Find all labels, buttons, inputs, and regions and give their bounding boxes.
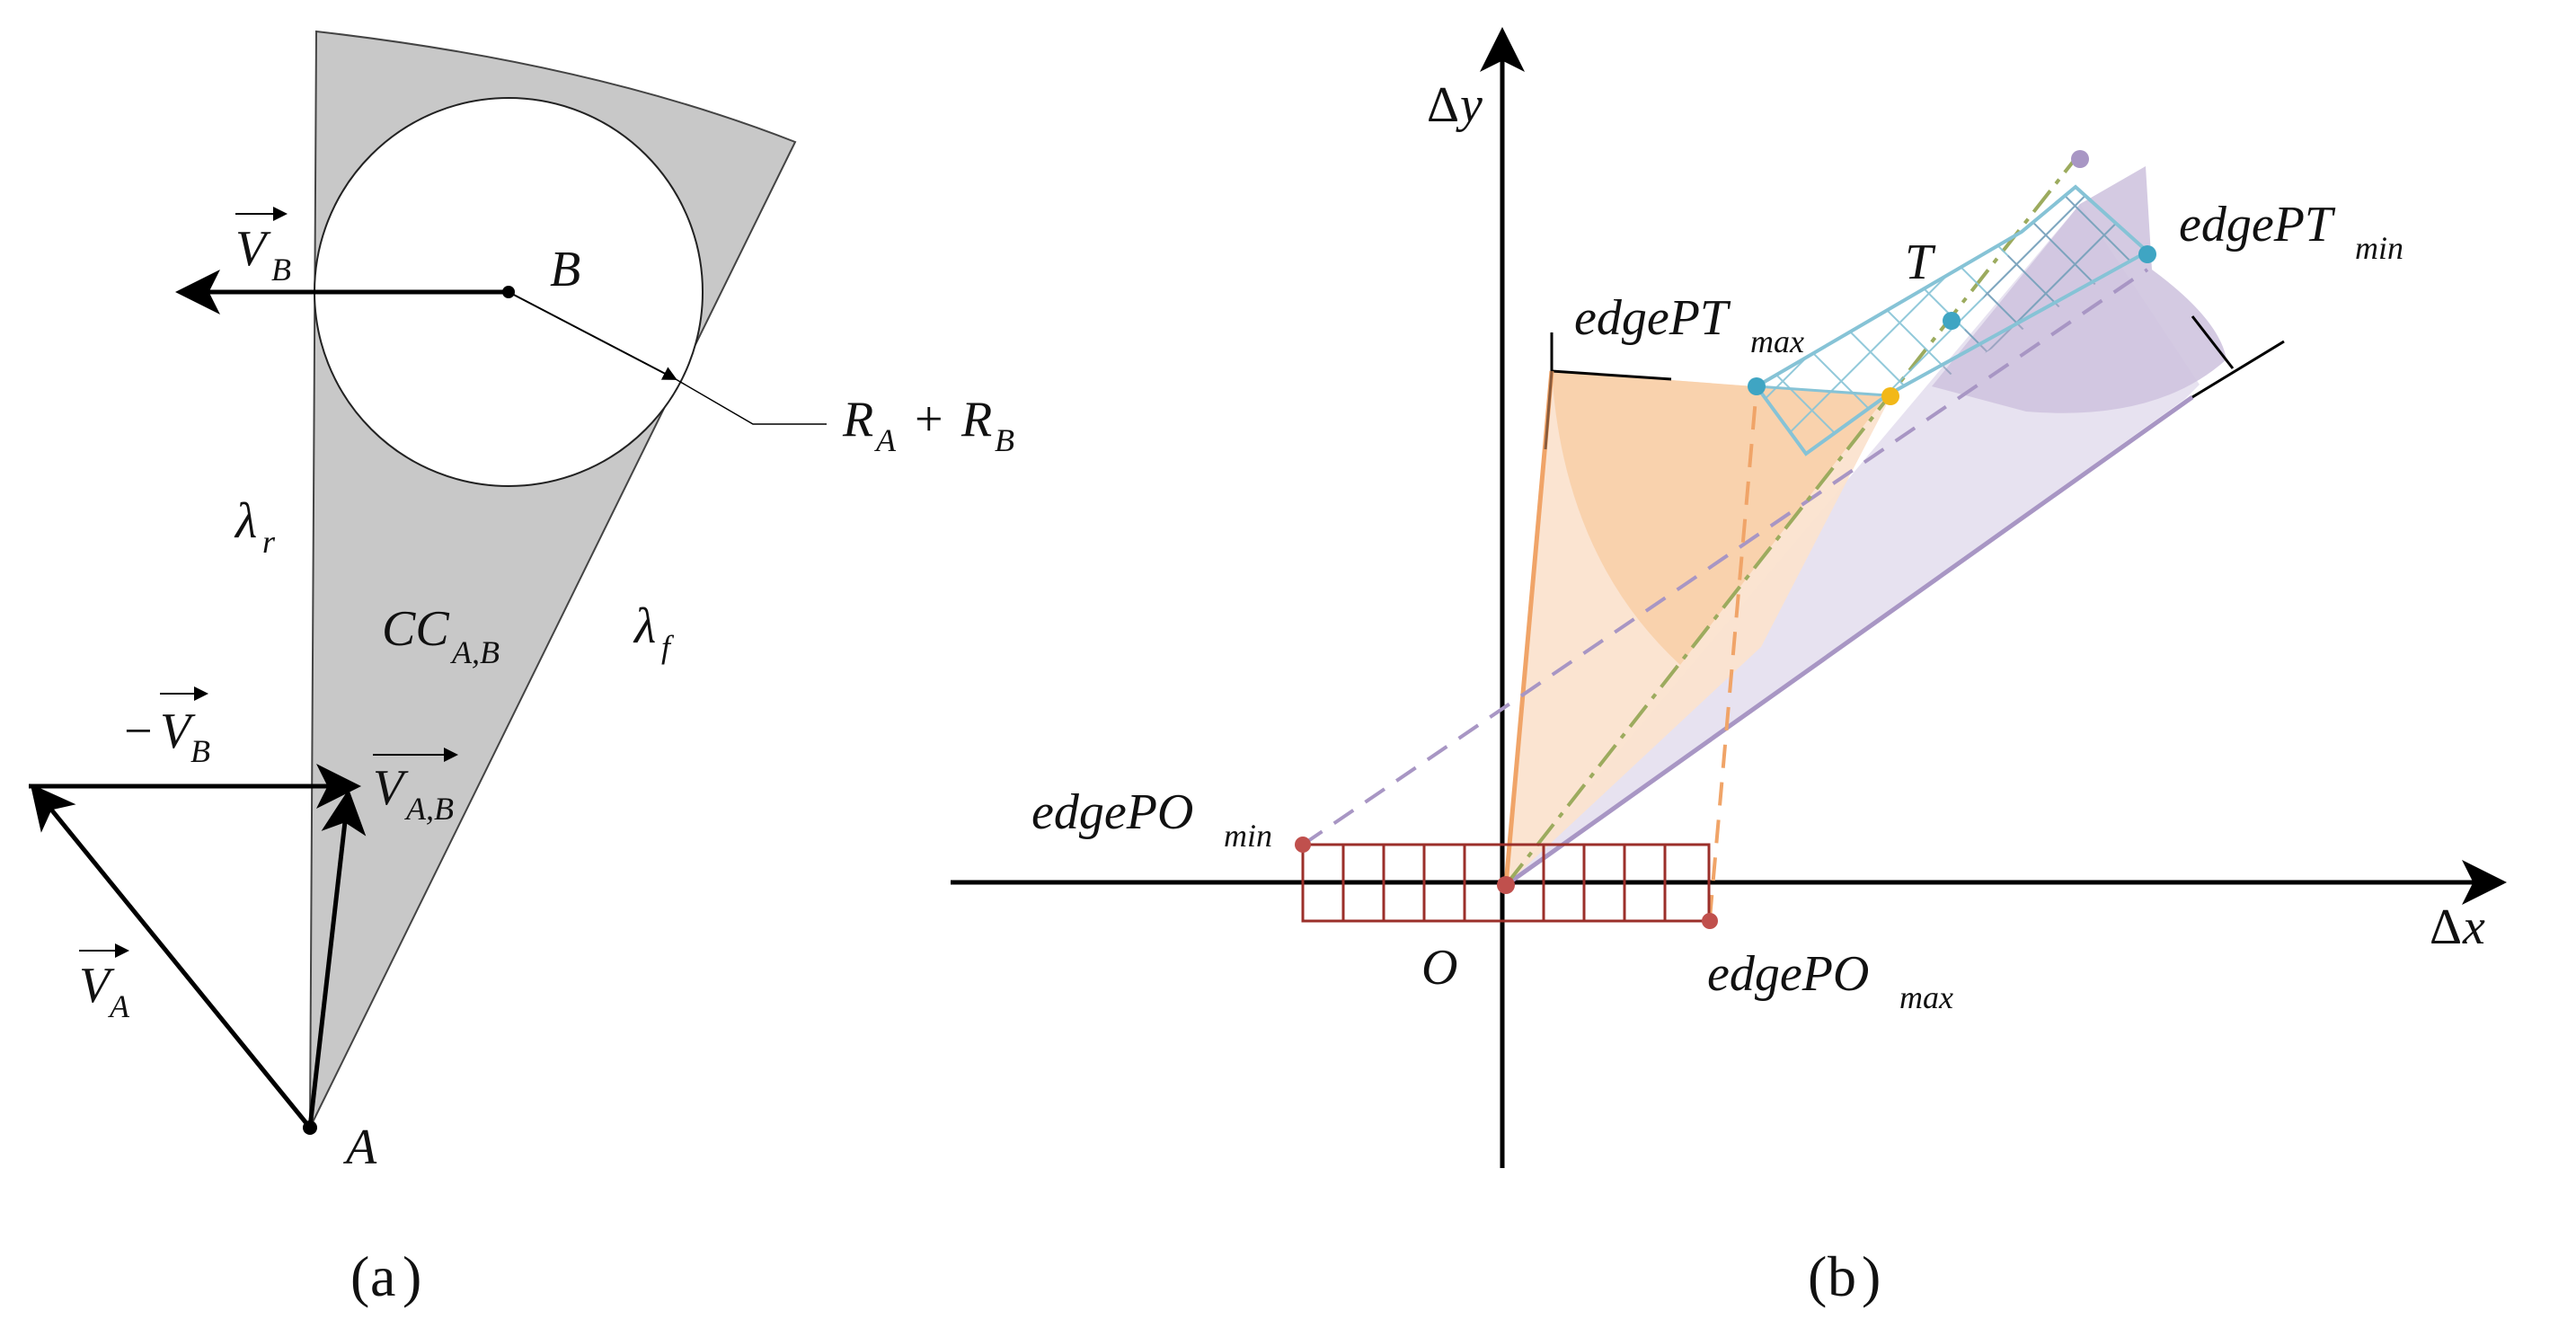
label-dx: Δ x xyxy=(2430,899,2485,955)
svg-text:r: r xyxy=(262,524,276,560)
tangent-stub-top xyxy=(1551,369,1672,381)
radius-arrow xyxy=(508,291,677,380)
vab-arrow xyxy=(307,789,367,1129)
svg-text:R: R xyxy=(960,392,992,447)
label-va: V A xyxy=(79,943,130,1024)
svg-text:+: + xyxy=(915,392,943,447)
svg-text:): ) xyxy=(403,1244,421,1308)
panel-a-caption: ( a ) xyxy=(350,1244,421,1308)
svg-text:max: max xyxy=(1750,323,1804,359)
svg-text:edgePO: edgePO xyxy=(1707,946,1869,1002)
orange-left-edge-dark xyxy=(1544,370,1554,450)
svg-text:λ: λ xyxy=(234,493,257,549)
svg-text:B: B xyxy=(271,252,291,288)
origin-point xyxy=(1497,876,1515,894)
svg-text:A,B: A,B xyxy=(404,791,454,827)
purple-boundary-line xyxy=(1504,394,2194,888)
panel-a-velocity-cone: V B B R A + R B λ r CC A,B λ f − V B xyxy=(29,30,1014,1308)
svg-text:(: ( xyxy=(350,1244,369,1308)
purple-dashed-line xyxy=(1301,268,2149,846)
svg-text:a: a xyxy=(370,1244,395,1308)
label-edge-po-min: edgePO min xyxy=(1031,784,1272,854)
panel-b-relative-space: Δ y Δ x O T edgePT max edgePT min edgePO… xyxy=(951,27,2507,1308)
label-b: B xyxy=(550,242,580,297)
label-target: T xyxy=(1905,235,1936,290)
label-ra-plus-rb: R A + R B xyxy=(842,392,1014,458)
label-origin: O xyxy=(1421,940,1457,996)
edge-pt-min-point xyxy=(2138,245,2156,263)
svg-text:−: − xyxy=(124,704,153,759)
svg-text:): ) xyxy=(1862,1244,1881,1308)
svg-text:max: max xyxy=(1899,979,1953,1015)
svg-text:A: A xyxy=(874,422,897,458)
label-edge-pt-min: edgePT min xyxy=(2179,197,2403,266)
intersection-point xyxy=(1881,387,1899,405)
tangent-tick-right xyxy=(2191,315,2235,369)
svg-text:edgePT: edgePT xyxy=(2179,197,2336,252)
svg-text:CC: CC xyxy=(382,601,449,657)
label-edge-pt-max: edgePT max xyxy=(1574,290,1804,359)
svg-text:y: y xyxy=(1456,77,1483,133)
apex-point xyxy=(2071,150,2089,168)
svg-text:V: V xyxy=(79,958,115,1014)
point-a xyxy=(303,1120,317,1135)
edge-po-max-point xyxy=(1702,913,1718,929)
edge-po-min-point xyxy=(1295,837,1311,853)
label-neg-vb: − V B xyxy=(124,686,210,769)
svg-text:f: f xyxy=(661,629,675,665)
target-center-point xyxy=(1943,312,1961,330)
svg-text:A,B: A,B xyxy=(450,634,500,670)
svg-text:V: V xyxy=(235,221,271,277)
svg-text:Δ: Δ xyxy=(1427,77,1459,133)
edge-po-rectangle xyxy=(1301,843,1711,923)
svg-text:R: R xyxy=(842,392,873,447)
panel-b-caption: ( b ) xyxy=(1808,1244,1881,1308)
label-lambda-f: λ f xyxy=(633,598,675,665)
svg-text:min: min xyxy=(1224,818,1272,854)
svg-text:edgePT: edgePT xyxy=(1574,290,1731,346)
svg-text:b: b xyxy=(1828,1244,1856,1308)
edge-pt-max-point xyxy=(1748,377,1766,395)
radius-leader xyxy=(675,378,827,425)
orange-dashed-line xyxy=(1708,387,1758,919)
label-dy: Δ y xyxy=(1427,77,1483,133)
label-lambda-r: λ r xyxy=(234,493,276,560)
svg-text:x: x xyxy=(2462,899,2485,955)
orange-left-edge xyxy=(1503,370,1554,886)
va-arrow xyxy=(30,784,312,1129)
svg-text:V: V xyxy=(160,704,196,759)
svg-text:min: min xyxy=(2355,230,2403,266)
svg-text:edgePO: edgePO xyxy=(1031,784,1193,840)
svg-text:V: V xyxy=(373,760,409,816)
svg-text:B: B xyxy=(995,422,1014,458)
label-a: A xyxy=(342,1120,377,1175)
svg-text:A: A xyxy=(108,988,130,1024)
tangent-stub-right xyxy=(2191,340,2285,399)
label-edge-po-max: edgePO max xyxy=(1707,946,1953,1015)
svg-text:B: B xyxy=(190,733,210,769)
label-vab: V A,B xyxy=(373,748,458,827)
label-cc-ab: CC A,B xyxy=(382,601,500,670)
svg-text:Δ: Δ xyxy=(2430,899,2462,955)
svg-text:(: ( xyxy=(1808,1244,1827,1308)
svg-text:λ: λ xyxy=(633,598,656,654)
label-vb: V B xyxy=(235,207,291,288)
